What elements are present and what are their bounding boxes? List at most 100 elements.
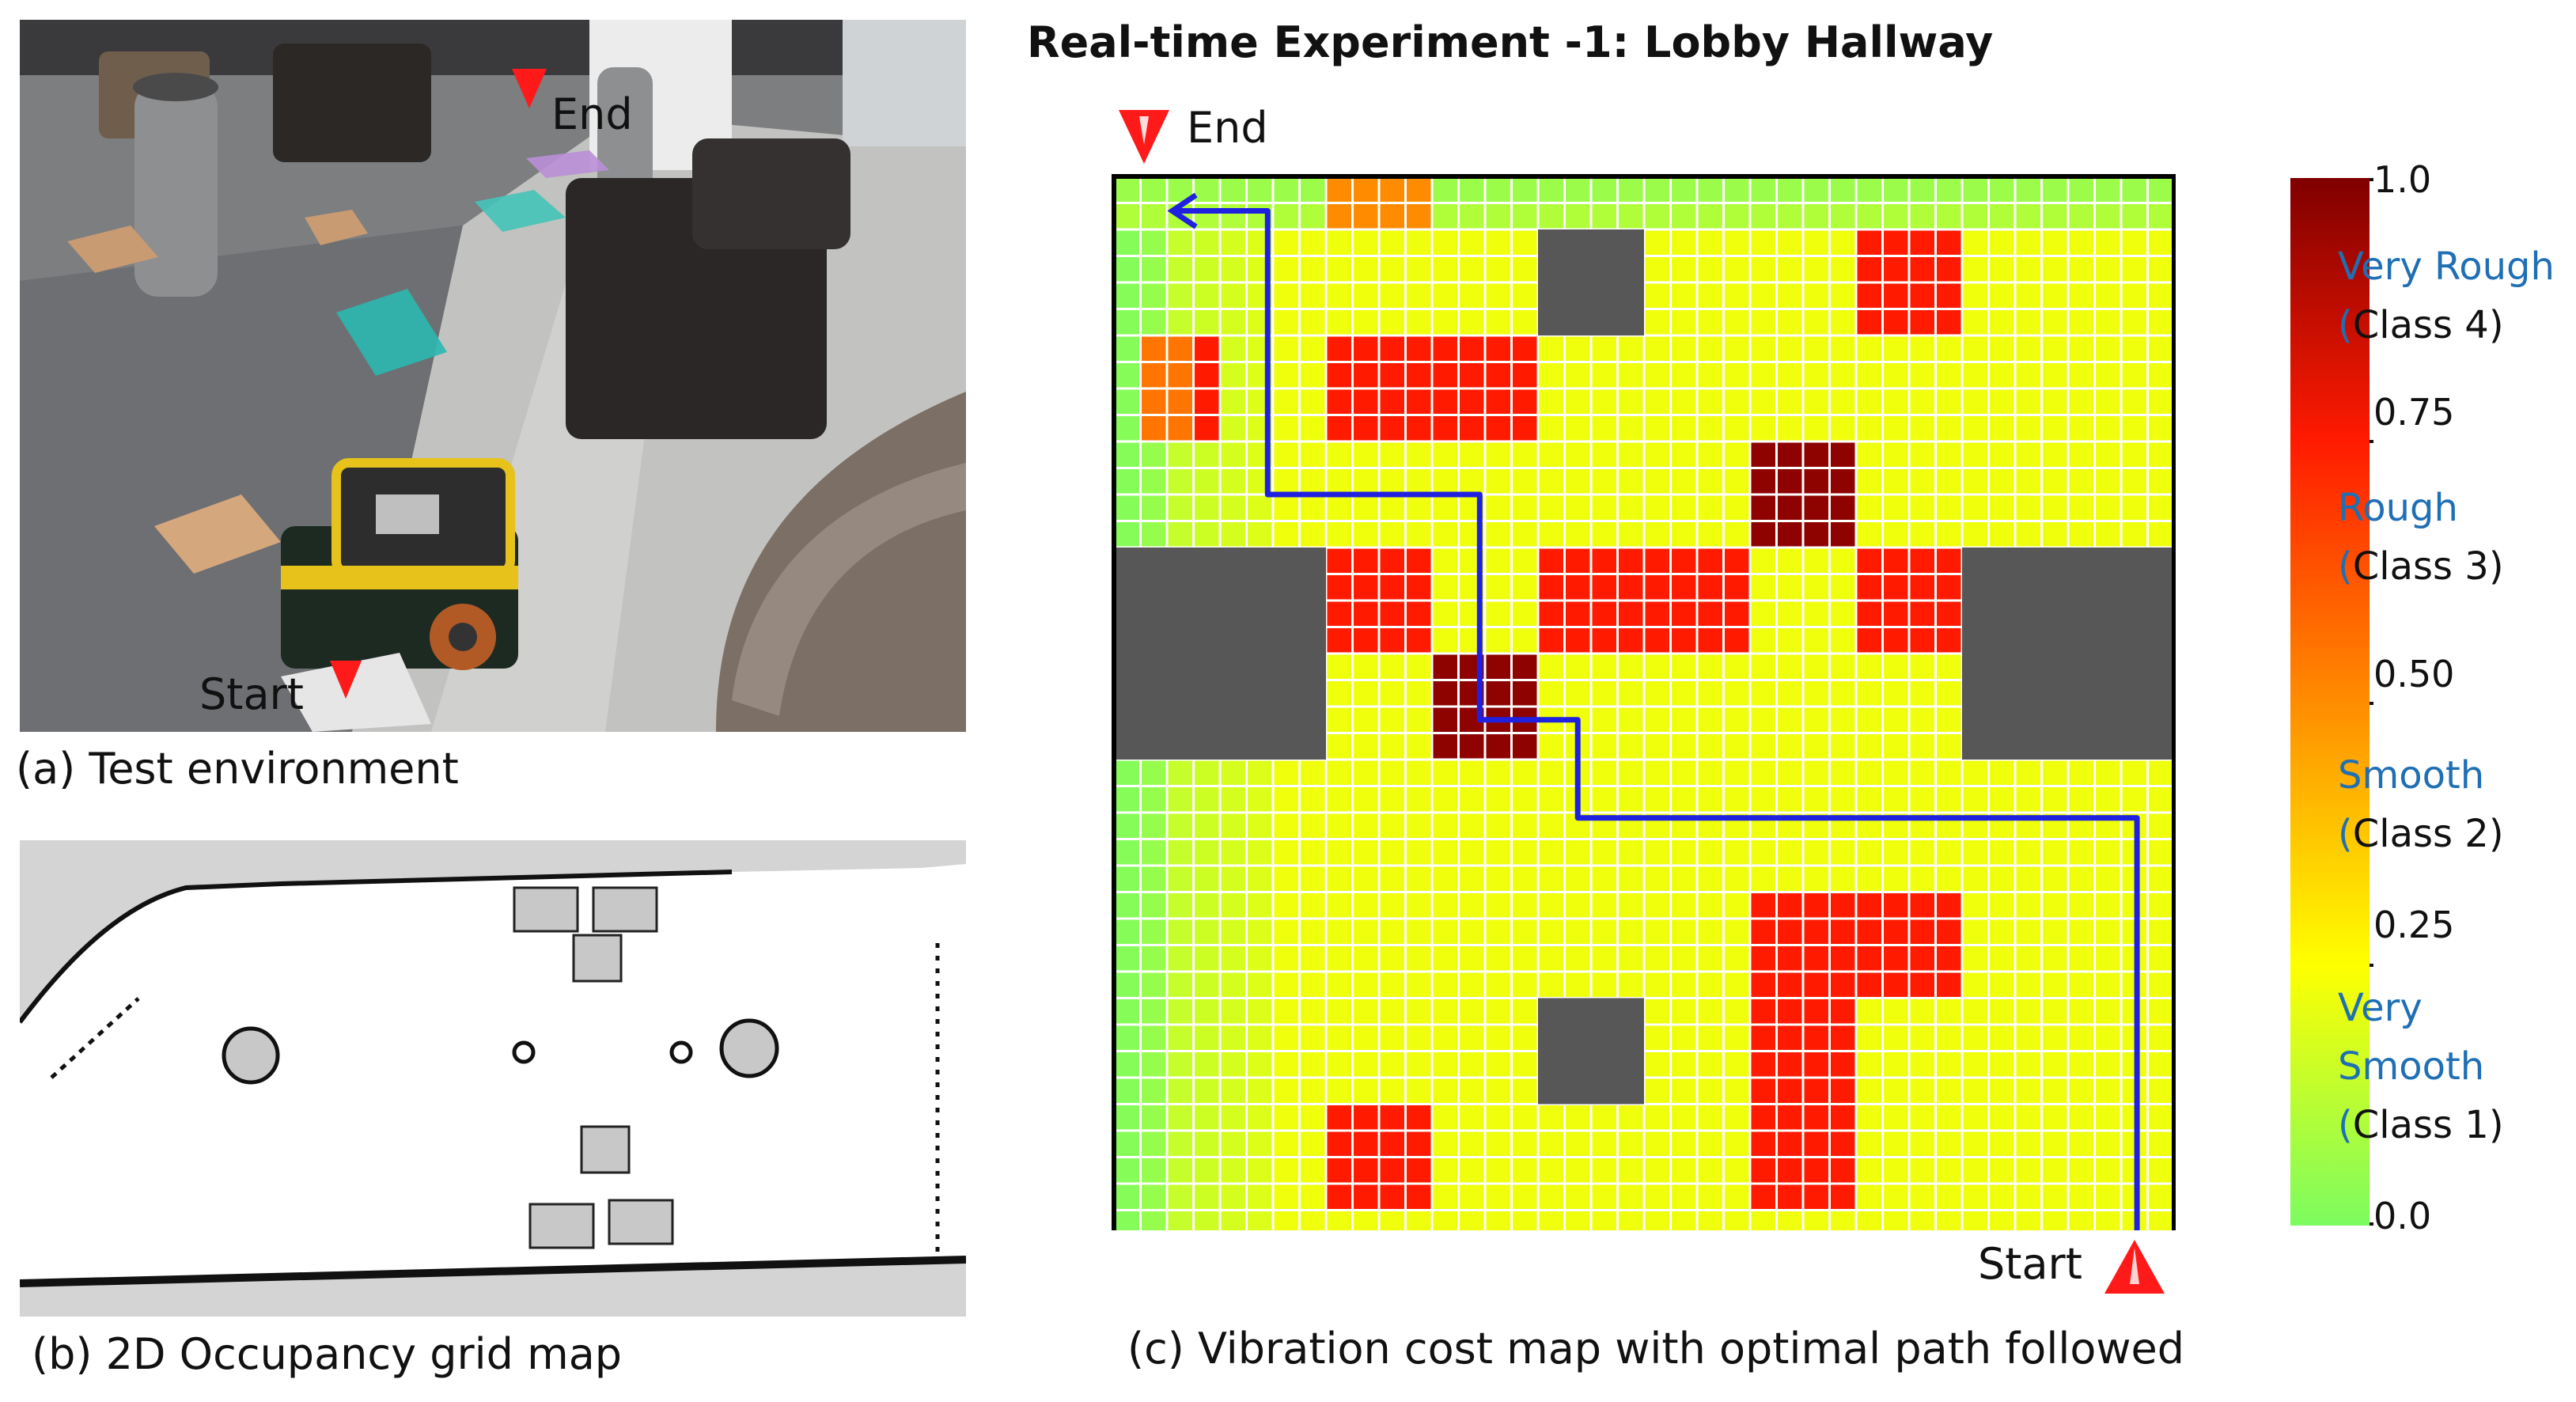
costmap-cell bbox=[1910, 866, 1934, 891]
costmap-cell bbox=[2069, 389, 2093, 414]
costmap-cell bbox=[2016, 840, 2040, 865]
costmap-cell bbox=[1248, 1184, 1272, 1209]
costmap-cell bbox=[1221, 230, 1245, 255]
costmap-cell bbox=[1857, 310, 1881, 335]
costmap-cell bbox=[1778, 230, 1802, 255]
costmap-cell bbox=[2043, 1105, 2067, 1130]
costmap-cell bbox=[1460, 1078, 1484, 1103]
costmap-cell bbox=[1327, 283, 1351, 308]
costmap-cell bbox=[1937, 787, 1961, 812]
costmap-cell bbox=[1407, 204, 1431, 229]
costmap-cell bbox=[2043, 919, 2067, 944]
costmap-cell bbox=[1460, 469, 1484, 494]
costmap-cell bbox=[1910, 1105, 1934, 1130]
costmap-cell bbox=[2096, 946, 2120, 971]
costmap-cell bbox=[1804, 442, 1828, 467]
costmap-cell bbox=[1168, 310, 1192, 335]
costmap-cell bbox=[1486, 946, 1510, 971]
costmap-cell bbox=[1195, 1078, 1219, 1103]
costmap-cell bbox=[1407, 681, 1431, 706]
costmap-cell bbox=[1221, 389, 1245, 414]
costmap-cell bbox=[1725, 1184, 1749, 1209]
costmap-cell bbox=[1327, 495, 1351, 520]
costmap-cell bbox=[1566, 442, 1590, 467]
costmap-cell bbox=[1513, 1158, 1537, 1183]
costmap-cell bbox=[1778, 1211, 1802, 1230]
costmap-cell bbox=[2016, 893, 2040, 918]
costmap-cell bbox=[1221, 495, 1245, 520]
costmap-cell bbox=[1884, 204, 1908, 229]
costmap-cell bbox=[1592, 389, 1616, 414]
costmap-cell bbox=[1937, 866, 1961, 891]
costmap-cell bbox=[1804, 1105, 1828, 1130]
costmap-cell bbox=[1937, 972, 1961, 997]
costmap-cell bbox=[1778, 1078, 1802, 1103]
costmap-cell bbox=[1460, 919, 1484, 944]
costmap-cell bbox=[1407, 919, 1431, 944]
costmap-cell bbox=[1645, 1131, 1669, 1156]
costmap-cell bbox=[1751, 893, 1775, 918]
costmap-cell bbox=[1327, 363, 1351, 388]
costmap-cell bbox=[1513, 1052, 1537, 1077]
costmap-cell bbox=[1990, 230, 2014, 255]
costmap-cell bbox=[1142, 310, 1166, 335]
costmap-cell bbox=[1831, 1158, 1855, 1183]
costmap-cell bbox=[1486, 257, 1510, 282]
costmap-cell bbox=[1327, 787, 1351, 812]
costmap-cell bbox=[1327, 230, 1351, 255]
costmap-cell bbox=[1248, 919, 1272, 944]
costmap-cell bbox=[1513, 310, 1537, 335]
costmap-cell bbox=[1486, 204, 1510, 229]
costmap-cell bbox=[2016, 787, 2040, 812]
costmap-cell bbox=[1168, 363, 1192, 388]
costmap-cell bbox=[1963, 469, 1987, 494]
costmap-cell bbox=[1142, 495, 1166, 520]
costmap-cell bbox=[1645, 336, 1669, 361]
costmap-cell bbox=[1354, 1211, 1378, 1230]
costmap-cell bbox=[1327, 919, 1351, 944]
costmap-cell bbox=[1672, 707, 1696, 732]
costmap-cell bbox=[1248, 787, 1272, 812]
costmap-cell bbox=[1963, 495, 1987, 520]
costmap-cell bbox=[1804, 946, 1828, 971]
path-arrowhead bbox=[1167, 192, 1198, 229]
costmap-cell bbox=[1990, 389, 2014, 414]
costmap-cell bbox=[2096, 760, 2120, 785]
costmap-cell bbox=[1645, 310, 1669, 335]
costmap-cell bbox=[1301, 177, 1325, 202]
costmap-cell bbox=[1513, 946, 1537, 971]
costmap-cell bbox=[1884, 336, 1908, 361]
costmap-cell bbox=[1831, 734, 1855, 759]
costmap-cell bbox=[2016, 283, 2040, 308]
costmap-cell bbox=[1884, 601, 1908, 626]
costmap-cell bbox=[1884, 363, 1908, 388]
costmap-cell bbox=[1115, 1025, 1139, 1050]
costmap-cell bbox=[1433, 389, 1457, 414]
costmap-cell bbox=[1407, 177, 1431, 202]
costmap-cell bbox=[1831, 628, 1855, 653]
costmap-cell bbox=[1751, 1025, 1775, 1050]
costmap-cell bbox=[1831, 1105, 1855, 1130]
costmap-cell bbox=[2096, 336, 2120, 361]
costmap-cell bbox=[2149, 469, 2173, 494]
costmap-cell bbox=[1354, 230, 1378, 255]
costmap-cell bbox=[1142, 389, 1166, 414]
costmap-cell bbox=[1380, 1025, 1404, 1050]
costmap-cell bbox=[1857, 177, 1881, 202]
costmap-cell bbox=[1751, 1184, 1775, 1209]
costmap-cell bbox=[2069, 1131, 2093, 1156]
costmap-cell bbox=[1884, 230, 1908, 255]
costmap-cell bbox=[1645, 840, 1669, 865]
costmap-cell bbox=[1195, 416, 1219, 441]
costmap-cell bbox=[1645, 257, 1669, 282]
costmap-cell bbox=[1698, 363, 1722, 388]
costmap-cell bbox=[1672, 1052, 1696, 1077]
costmap-cell bbox=[2096, 469, 2120, 494]
costmap-cell bbox=[2069, 840, 2093, 865]
costmap-cell bbox=[1168, 1025, 1192, 1050]
costmap-cell bbox=[1168, 469, 1192, 494]
costmap-cell bbox=[2122, 310, 2146, 335]
costmap-cell bbox=[1301, 522, 1325, 547]
costmap-cell bbox=[1407, 1211, 1431, 1230]
costmap-cell bbox=[1327, 999, 1351, 1024]
